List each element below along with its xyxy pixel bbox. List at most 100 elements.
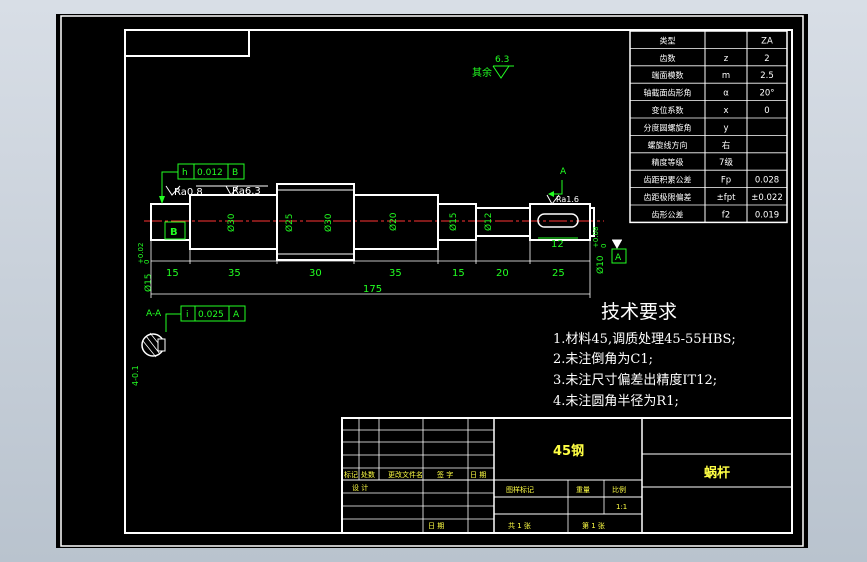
length-dimensions: [150, 236, 591, 298]
right-diameter: Ø10: [595, 255, 606, 274]
reversed-title-box: [124, 29, 250, 57]
param-cell: f2: [722, 210, 730, 220]
param-cell: α: [723, 89, 729, 99]
param-cell: 端面模数: [652, 70, 684, 80]
part-name: 蜗杆: [704, 465, 730, 481]
tb-scale: 1:1: [616, 503, 627, 511]
tb-stage: 图样标记: [506, 485, 534, 494]
dim-len30: 30: [309, 268, 322, 279]
tb-sign: 签 字: [437, 470, 453, 479]
dim-d12: Ø12: [483, 212, 494, 231]
tb-file: 更改文件名: [388, 470, 423, 479]
param-cell: 0.019: [755, 210, 779, 220]
param-cell: Fp: [721, 176, 731, 186]
param-cell: 类型: [660, 35, 676, 45]
svg-text:0.025: 0.025: [198, 310, 224, 320]
right-tol-lower: 0: [600, 244, 608, 248]
tb-sheet: 第 1 张: [582, 521, 605, 530]
datum-a-marker: A: [611, 239, 627, 264]
runout-tolerance-frame: i 0.025 A: [165, 305, 246, 332]
dim-d25: Ø25: [284, 213, 295, 232]
param-cell: 齿形公差: [652, 209, 684, 219]
tb-design: 设 计: [352, 483, 368, 492]
tech-req-item-3: 3.未注尺寸偏差出精度IT12;: [553, 372, 717, 388]
svg-text:B: B: [232, 168, 238, 178]
param-cell: 齿距极限偏差: [644, 192, 692, 202]
param-cell: 0.028: [755, 176, 779, 186]
param-cell: x: [723, 106, 728, 116]
svg-text:A-A: A-A: [146, 309, 162, 319]
svg-text:i: i: [186, 310, 189, 320]
param-cell: y: [723, 123, 728, 133]
tb-count: 处数: [361, 470, 375, 479]
tb-ratio: 比例: [612, 485, 626, 494]
param-cell: 螺旋线方向: [648, 140, 688, 150]
datum-b-box: [164, 221, 186, 240]
tb-mark: 标记: [344, 470, 358, 479]
general-roughness-value: 6.3: [495, 55, 509, 65]
left-tol-upper: +0.02: [137, 243, 145, 264]
dim-d15: Ø15: [448, 212, 459, 231]
param-cell: 2: [764, 54, 769, 64]
inner-frame: [124, 29, 793, 534]
svg-text:12: 12: [551, 239, 564, 250]
general-roughness-note: 其余: [472, 66, 492, 79]
svg-text:A: A: [615, 253, 622, 263]
param-cell: 分度圆螺旋角: [644, 122, 692, 132]
flatness-tolerance-frame: h 0.012 B: [159, 163, 245, 204]
section-a-marker: A: [548, 167, 567, 197]
param-cell: z: [724, 54, 729, 64]
tb-date: 日 期: [470, 471, 486, 479]
title-block: [341, 417, 793, 534]
svg-text:Ra1.6: Ra1.6: [556, 195, 579, 204]
param-cell: 轴截面齿形角: [644, 88, 692, 98]
svg-text:4-0.1: 4-0.1: [131, 365, 140, 386]
svg-text:Ra6.3: Ra6.3: [232, 186, 261, 197]
material-label: 45钢: [553, 443, 584, 459]
param-cell: 20°: [759, 89, 774, 99]
param-cell: ±fpt: [717, 193, 737, 203]
tb-weight: 重量: [576, 486, 590, 494]
tech-req-item-1: 1.材料45,调质处理45-55HBS;: [553, 332, 736, 347]
dim-len15a: 15: [166, 268, 179, 279]
shaft-outline: [150, 183, 595, 261]
param-cell: 齿距积累公差: [644, 175, 692, 185]
right-tol-upper: +0.08: [592, 227, 600, 248]
param-cell: 2.5: [760, 71, 774, 81]
dim-d30a: Ø30: [226, 213, 237, 232]
dim-d20: Ø20: [388, 212, 399, 231]
param-cell: 齿数: [660, 53, 676, 63]
tb-sheets: 共 1 张: [508, 521, 531, 530]
left-diameter: Ø15: [143, 273, 154, 292]
dim-len35b: 35: [389, 268, 402, 279]
svg-text:A: A: [560, 167, 567, 177]
roughness-callouts: Ra0.8 Ra6.3 Ra1.6: [165, 185, 579, 205]
diameter-labels: Ø30 Ø25 Ø30 Ø20 Ø15 Ø12: [226, 212, 494, 232]
tech-req-item-4: 4.未注圆角半径为R1;: [553, 394, 679, 409]
param-cell: ZA: [761, 36, 773, 46]
param-cell: m: [722, 71, 730, 81]
technical-requirements: 技术要求 1.材料45,调质处理45-55HBS; 2.未注倒角为C1; 3.未…: [553, 301, 736, 409]
param-cell: ±0.022: [751, 193, 782, 203]
key-width-dimension: 12: [538, 237, 578, 250]
svg-text:Ra0.8: Ra0.8: [174, 187, 203, 198]
general-surface-symbol: 其余 6.3: [472, 55, 514, 79]
tb-audit: 日 期: [428, 522, 444, 530]
svg-text:h: h: [182, 168, 188, 178]
dim-len35a: 35: [228, 268, 241, 279]
datum-b-label: B: [170, 227, 178, 238]
svg-text:A: A: [233, 310, 240, 320]
left-tol-lower: 0: [143, 260, 151, 264]
param-cell: 7级: [719, 157, 733, 168]
param-cell: 0: [764, 106, 769, 116]
dim-len25: 25: [552, 268, 565, 279]
svg-text:0.012: 0.012: [197, 168, 223, 178]
param-cell: 右: [722, 140, 731, 151]
dim-len15b: 15: [452, 268, 465, 279]
tech-req-item-2: 2.未注倒角为C1;: [553, 352, 653, 367]
outer-frame: [60, 15, 804, 547]
section-a-a-view: A-A 4-0.1: [131, 309, 166, 386]
